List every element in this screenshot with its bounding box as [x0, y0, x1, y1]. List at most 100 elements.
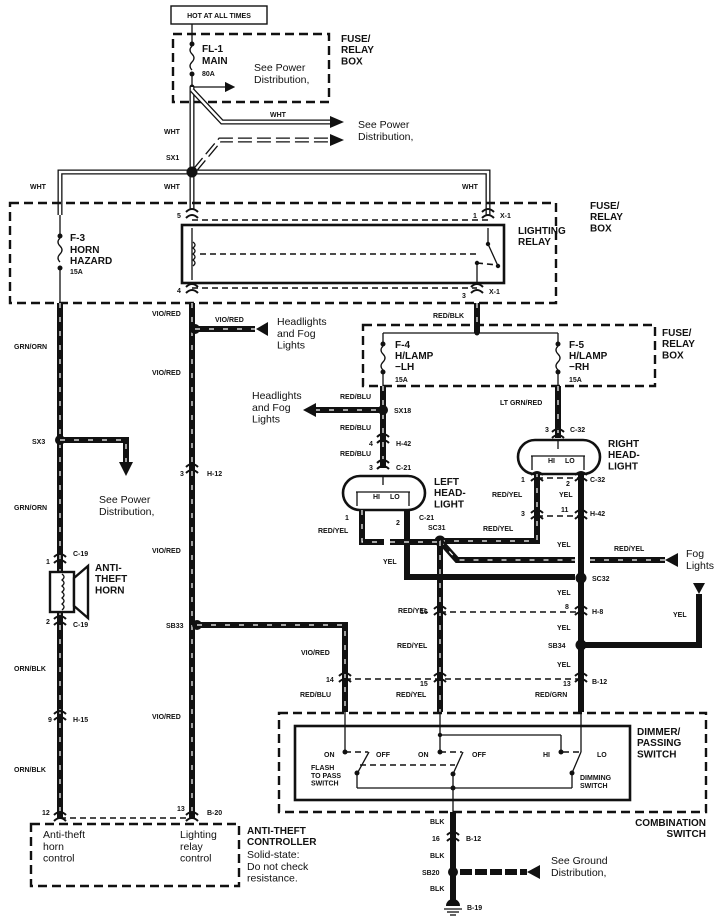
wire-label-red-yel-6: RED/YEL [397, 643, 428, 650]
wire-label-red-grn: RED/GRN [535, 692, 567, 699]
fuse-f-3-rating: 15A [70, 269, 83, 276]
connector-chevron [530, 509, 544, 520]
wire-label-grn-orn-2: GRN/ORN [14, 505, 47, 512]
splice-sc32: SC32 [592, 576, 610, 583]
pin-15: 15 [420, 681, 428, 688]
pin-9: 9 [48, 717, 52, 724]
fuse-f-5-rating: 15A [569, 377, 582, 384]
connector-chevron [185, 208, 199, 219]
wire-red-blk: RED/BLK [433, 303, 480, 333]
wire-label-red-yel-7: RED/YEL [396, 692, 427, 699]
fuse-f-3-id: F-3 [70, 233, 85, 244]
pin-3-relay: 3 [462, 293, 466, 300]
fuse-f-4-rating: 15A [395, 377, 408, 384]
pin-5: 5 [177, 213, 181, 220]
connector-chevron [53, 553, 67, 564]
connector-c19-top: C-19 [73, 551, 88, 558]
wire-label-yel-2: YEL [559, 492, 573, 499]
wire-label-vio-red-6: VIO/RED [152, 714, 181, 721]
wire-label-yel-4: YEL [557, 590, 571, 597]
connector-c19-bottom: C-19 [73, 622, 88, 629]
wire-label-red-yel-5: RED/YEL [398, 608, 429, 615]
right-lo-label: LO [565, 458, 575, 465]
fuse-f-5: F-5 H/LAMP−RH 15A [555, 333, 608, 386]
connector-b19: B-19 [467, 905, 482, 912]
connector-h42-right: H-42 [590, 511, 605, 518]
flash-on-label: ON [324, 752, 335, 759]
fuse-f-4-name: H/LAMP−LH [395, 351, 434, 373]
left-lo-label: LO [390, 494, 400, 501]
connector-chevron [185, 811, 199, 822]
connector-chevron [574, 471, 588, 482]
connector-chevron [433, 672, 447, 683]
connector-chevron [376, 433, 390, 444]
wire-label-vio-red-2: VIO/RED [215, 317, 244, 324]
fuse-f-4-id: F-4 [395, 340, 410, 351]
wire-label-orn-blk-2: ORN/BLK [14, 767, 46, 774]
connector-c21-top: C-21 [396, 465, 411, 472]
pin-12: 12 [42, 810, 50, 817]
connector-chevron [185, 463, 199, 474]
connector-b12-bottom: B-12 [466, 836, 481, 843]
connector-h8: H-8 [592, 609, 603, 616]
wire-label-orn-blk-1: ORN/BLK [14, 666, 46, 673]
connector-chevron [481, 208, 495, 219]
wire-label-wht-4: WHT [164, 184, 181, 191]
connector-chevron [53, 615, 67, 626]
pin-8: 8 [565, 604, 569, 611]
connector-chevron [530, 471, 544, 482]
wire-label-yel-7: YEL [557, 662, 571, 669]
dimmer-hi-label: HI [543, 752, 550, 759]
connector-chevron [470, 283, 484, 294]
connector-chevron [574, 605, 588, 616]
connector-chevron [446, 831, 460, 842]
connector-b12-top: B-12 [592, 679, 607, 686]
wire-label-blk-3: BLK [430, 886, 444, 893]
splice-sc31-group: SC31 RED/YEL [390, 510, 575, 712]
splice-sx1: SX1 [166, 155, 179, 162]
wire-label-red-blu-2: RED/BLU [340, 425, 371, 432]
right-hi-label: HI [548, 458, 555, 465]
wire-label-lt-grn-red: LT GRN/RED [500, 400, 542, 407]
splice-sx18: SX18 [394, 408, 411, 415]
fuse-fl-1-rating: 80A [202, 71, 215, 78]
wire-label-yel-6: YEL [557, 625, 571, 632]
connector-c32-top: C-32 [570, 427, 585, 434]
pin-13-b12: 13 [563, 681, 571, 688]
connector-chevron [551, 428, 565, 439]
splice-sc31: SC31 [428, 525, 446, 532]
wire-label-yel-1: YEL [383, 559, 397, 566]
connector-h42-left: H-42 [396, 441, 411, 448]
fuse-f-4: F-4 H/LAMP−LH 15A [380, 333, 434, 386]
hot-label: HOT AT ALL TIMES [187, 13, 251, 20]
ground-icon [444, 899, 462, 916]
connector-chevron [433, 605, 447, 616]
connector-h8-row: RED/YEL 16 8 H-8 YEL RED/YEL SB34 YEL [397, 604, 603, 669]
left-hi-label: HI [373, 494, 380, 501]
connector-b12-row: 14 15 13 B-12 RED/BLU RED/YEL RED/GRN [300, 677, 607, 699]
pin-4-h42: 4 [369, 441, 373, 448]
pin-2-horn: 2 [46, 619, 50, 626]
pin-14: 14 [326, 677, 334, 684]
